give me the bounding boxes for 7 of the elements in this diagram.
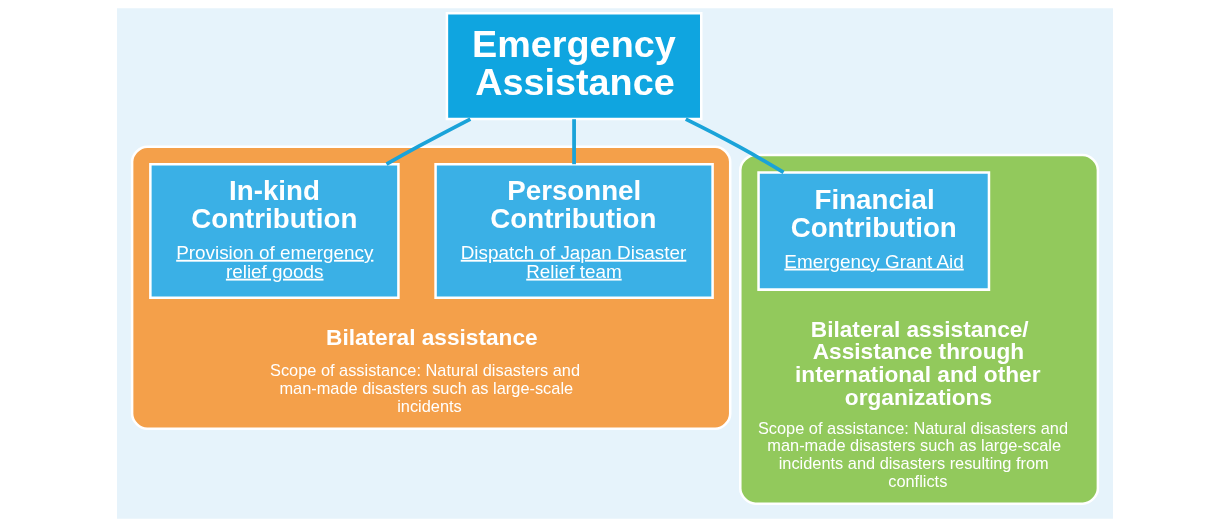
node-box: Financial Contribution Emergency Grant Aid bbox=[756, 171, 990, 291]
connector bbox=[571, 119, 576, 165]
connector bbox=[684, 117, 785, 174]
node-box: Personnel Contribution Dispatch of Japan Disaster Relief team bbox=[433, 163, 714, 300]
node-box: Emergency Assistance bbox=[445, 12, 702, 121]
connector bbox=[385, 117, 471, 166]
node-box: In-kind Contribution Provision of emergency relief goods bbox=[148, 163, 400, 300]
